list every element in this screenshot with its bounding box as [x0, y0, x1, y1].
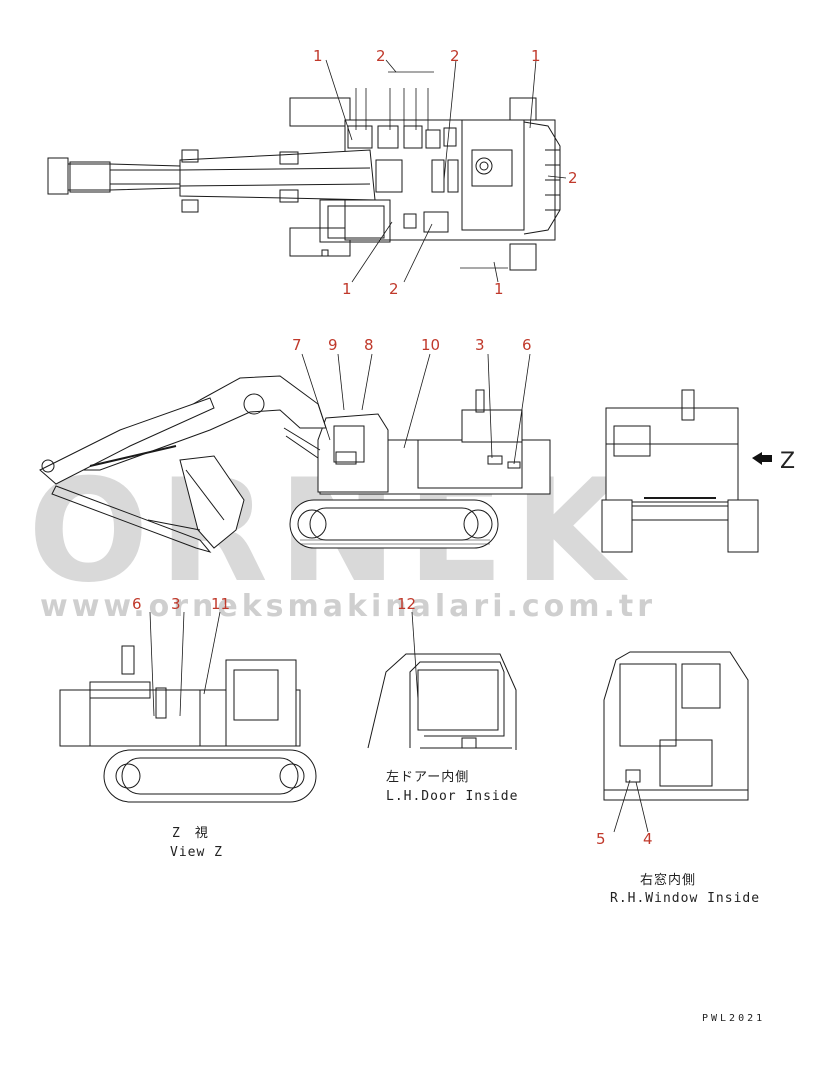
top-view-callouts: 1 2 2 1 2 1 2 1 [313, 47, 578, 298]
callout-1: 1 [531, 47, 541, 65]
callout-2: 2 [376, 47, 386, 65]
side-view-leaders [301, 353, 531, 465]
callout-1: 1 [313, 47, 323, 65]
window-caption-jp: 右窓内側 [640, 872, 696, 888]
view-z-leaders [149, 611, 221, 717]
rear-view-drawing: Z [601, 389, 795, 553]
top-view-leaders [325, 59, 567, 283]
callout-3: 3 [171, 595, 181, 613]
callout-5: 5 [596, 830, 606, 848]
callout-6: 6 [132, 595, 142, 613]
door-caption-en: L.H.Door Inside [386, 789, 518, 804]
view-z-caption-en: View Z [170, 845, 223, 860]
callout-11: 11 [211, 595, 230, 613]
arrow-icon [752, 452, 772, 465]
door-leader [411, 611, 419, 701]
callout-7: 7 [292, 336, 302, 354]
callout-4: 4 [643, 830, 653, 848]
callout-10: 10 [421, 336, 440, 354]
view-z-caption-jp: Z 視 [172, 826, 209, 841]
view-z-callouts: 6 3 11 [132, 595, 230, 613]
side-view-callouts: 7 9 8 10 3 6 [292, 336, 532, 354]
side-view-drawing [39, 375, 551, 553]
callout-6: 6 [522, 336, 532, 354]
callout-9: 9 [328, 336, 338, 354]
callout-2: 2 [450, 47, 460, 65]
top-view-drawing [47, 97, 561, 271]
callout-12: 12 [397, 595, 416, 613]
view-z-drawing [59, 645, 317, 803]
callout-8: 8 [364, 336, 374, 354]
watermark-url: www.orneksmakinalari.com.tr [40, 589, 656, 624]
drawing-code: PWL2021 [702, 1013, 765, 1024]
door-drawing [367, 653, 517, 750]
view-z-arrow-label: Z [780, 449, 795, 474]
door-caption-jp: 左ドアー内側 [386, 769, 469, 785]
callout-1: 1 [342, 280, 352, 298]
window-drawing [603, 651, 749, 801]
window-callouts: 5 4 [596, 830, 653, 848]
window-caption-en: R.H.Window Inside [610, 891, 760, 906]
callout-2: 2 [568, 169, 578, 187]
callout-2: 2 [389, 280, 399, 298]
callout-1: 1 [494, 280, 504, 298]
window-leaders [613, 779, 649, 833]
callout-3: 3 [475, 336, 485, 354]
